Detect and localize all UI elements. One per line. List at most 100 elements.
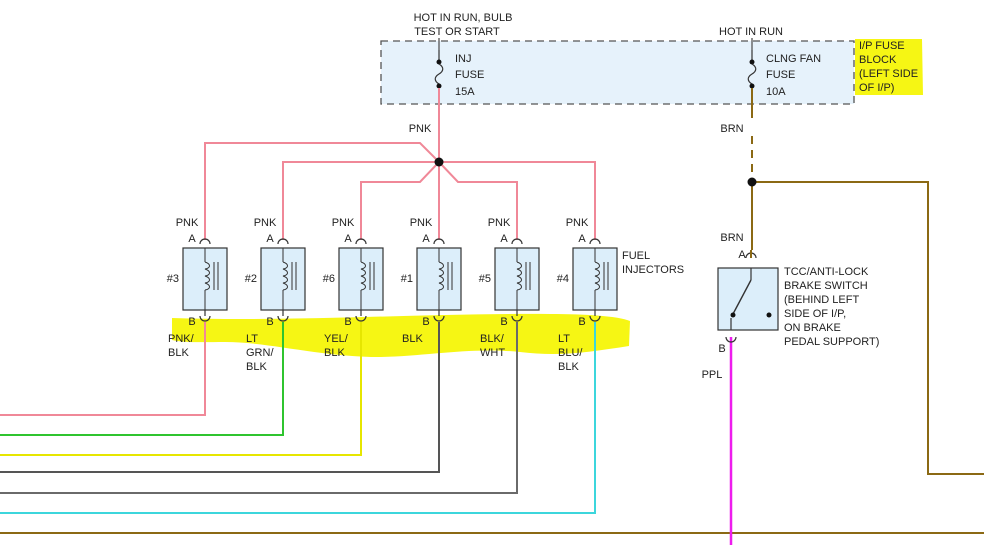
- fuel-injectors-label-1: FUEL: [622, 250, 650, 262]
- pink-feed-wires: [204, 88, 596, 240]
- clng-fuse-word: FUSE: [766, 69, 795, 81]
- switch-label-3: (BEHIND LEFT: [784, 294, 859, 306]
- clng-supply-label: HOT IN RUN: [719, 26, 783, 38]
- clng-fuse-rating: 10A: [766, 86, 786, 98]
- connector-b: [589, 315, 601, 322]
- connector-a: [433, 238, 445, 245]
- injector-top-wire-label: PNK: [332, 217, 355, 229]
- highlight-injector-wires: [172, 313, 630, 357]
- connector-b: [355, 315, 367, 322]
- ppl-label: PPL: [702, 369, 723, 381]
- injector-pin-b: B: [500, 316, 507, 328]
- coil-winding: [516, 261, 522, 291]
- inj-fuse-name: INJ: [455, 53, 472, 65]
- clng-fuse-name: CLNG FAN: [766, 53, 821, 65]
- brake-switch: [717, 250, 779, 343]
- injector-pin-a: A: [422, 233, 430, 245]
- brown-splice-dot: [747, 177, 757, 187]
- inj-supply-line2: TEST OR START: [414, 26, 500, 38]
- highlight-block-label: [855, 39, 923, 95]
- injector-pin-b: B: [578, 316, 585, 328]
- injector-top-wire-label: PNK: [566, 217, 589, 229]
- fuse-block-label-1: I/P FUSE: [859, 40, 905, 52]
- injector-number: #1: [401, 273, 413, 285]
- switch-pin-b: B: [718, 343, 725, 355]
- injector-pin-b: B: [422, 316, 429, 328]
- connector-a: [199, 238, 211, 245]
- injector-bottom-wire-label: WHT: [480, 347, 505, 359]
- inj-fuse-rating: 15A: [455, 86, 475, 98]
- fuse-block-box: [380, 40, 855, 105]
- injector-number: #4: [557, 273, 569, 285]
- injector-bottom-wire-label: PNK/: [168, 333, 195, 345]
- connector-b: [199, 315, 211, 322]
- injector-pin-b: B: [344, 316, 351, 328]
- brn-top-label: BRN: [720, 123, 743, 135]
- injector-bottom-wire-label: LT: [246, 333, 258, 345]
- injector-output-wire: [0, 322, 596, 514]
- fuse-block-label-2: BLOCK: [859, 54, 897, 66]
- injector-bottom-wire-label: GRN/: [246, 347, 274, 359]
- switch-label-2: BRAKE SWITCH: [784, 280, 868, 292]
- coil-winding: [282, 261, 288, 291]
- injector-bottom-wire-label: BLK: [168, 347, 189, 359]
- injector-top-wire-label: PNK: [488, 217, 511, 229]
- pnk-main-label: PNK: [409, 123, 432, 135]
- injector-bottom-wire-label: BLK: [402, 333, 423, 345]
- connector-b: [511, 315, 523, 322]
- brown-wires: [0, 88, 984, 534]
- switch-label-5: ON BRAKE: [784, 322, 841, 334]
- injector-bottom-wire-label: BLK: [324, 347, 345, 359]
- inj-fuse-word: FUSE: [455, 69, 484, 81]
- injector-bottom-wire-label: BLK: [246, 361, 267, 373]
- inj-supply-line1: HOT IN RUN, BULB: [414, 12, 513, 24]
- switch-label-6: PEDAL SUPPORT): [784, 336, 879, 348]
- injector-pin-a: A: [578, 233, 586, 245]
- coil-winding: [438, 261, 444, 291]
- fuse-block-label-4: OF I/P): [859, 82, 894, 94]
- connector-a: [355, 238, 367, 245]
- coil-winding: [204, 261, 210, 291]
- fuse-block-label-3: (LEFT SIDE: [859, 68, 918, 80]
- injector-pin-a: A: [188, 233, 196, 245]
- switch-pin-a: A: [738, 249, 746, 261]
- injector-bottom-wire-label: BLU/: [558, 347, 583, 359]
- injector-bottom-wire-label: BLK/: [480, 333, 505, 345]
- injector-top-wire-label: PNK: [410, 217, 433, 229]
- injector-output-wire: [0, 322, 518, 494]
- injector-top-wire-label: PNK: [176, 217, 199, 229]
- connector-b: [433, 315, 445, 322]
- coil-winding: [360, 261, 366, 291]
- switch-label-1: TCC/ANTI-LOCK: [784, 266, 869, 278]
- injector-output-wire: [0, 322, 362, 456]
- injector-top-wire-label: PNK: [254, 217, 277, 229]
- injector-pin-b: B: [188, 316, 195, 328]
- switch-label-4: SIDE OF I/P,: [784, 308, 846, 320]
- injector-pin-a: A: [266, 233, 274, 245]
- pink-splice-dot: [434, 157, 444, 167]
- connector-b: [277, 315, 289, 322]
- injector-number: #6: [323, 273, 335, 285]
- injector-output-wire: [0, 322, 206, 416]
- connector-a: [277, 238, 289, 245]
- fuel-injectors-label-2: INJECTORS: [622, 264, 684, 276]
- injector-number: #3: [167, 273, 179, 285]
- clng-fuse-symbol: [747, 50, 757, 89]
- injector-bottom-wire-label: YEL/: [324, 333, 349, 345]
- injector-output-wire: [0, 322, 284, 436]
- injector-number: #5: [479, 273, 491, 285]
- inj-fuse-symbol: [434, 50, 444, 89]
- injector-bottom-wire-label: LT: [558, 333, 570, 345]
- injector-bottom-wire-label: BLK: [558, 361, 579, 373]
- connector-a: [511, 238, 523, 245]
- brn-switch-label: BRN: [720, 232, 743, 244]
- injector-pin-a: A: [344, 233, 352, 245]
- coil-winding: [594, 261, 600, 291]
- connector-a: [589, 238, 601, 245]
- injector-pin-a: A: [500, 233, 508, 245]
- injector-output-wire: [0, 322, 440, 473]
- injector-pin-b: B: [266, 316, 273, 328]
- injector-number: #2: [245, 273, 257, 285]
